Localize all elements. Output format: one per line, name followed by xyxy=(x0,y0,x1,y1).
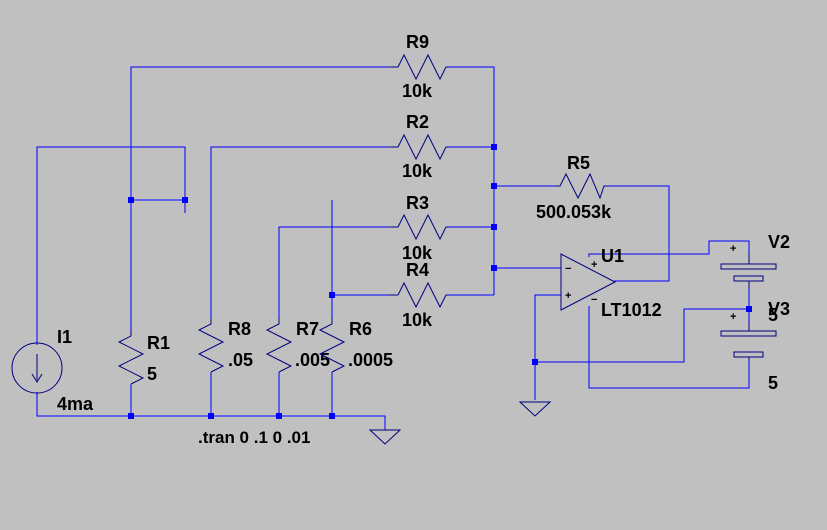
wire-r4-left[interactable] xyxy=(331,294,390,318)
ground-symbol[interactable] xyxy=(518,401,552,417)
opamp-model: LT1012 xyxy=(601,300,662,320)
resistor-value: 10k xyxy=(402,81,433,101)
wire-vminus-to-v3[interactable] xyxy=(588,306,750,389)
resistor-name: R3 xyxy=(406,193,429,213)
junctions xyxy=(128,144,752,419)
resistor-r4[interactable]: R4 10k xyxy=(390,260,448,330)
resistor-r6[interactable]: R6 .0005 xyxy=(318,318,393,373)
source-name: V3 xyxy=(768,299,790,319)
battery-plus-icon: + xyxy=(730,311,736,323)
opamp-noninv-plus-icon: + xyxy=(565,290,571,302)
resistor-zigzag xyxy=(556,172,606,200)
source-value: 5 xyxy=(768,305,778,325)
resistor-r2[interactable]: R2 10k xyxy=(390,112,448,181)
resistor-r1[interactable]: R1 5 xyxy=(117,330,170,385)
wire-r9-right[interactable] xyxy=(448,66,495,295)
resistor-zigzag xyxy=(318,318,346,373)
resistor-value: 500.053k xyxy=(536,202,612,222)
junction-dot xyxy=(491,224,497,230)
resistor-name: R7 xyxy=(296,319,319,339)
resistor-zigzag xyxy=(390,281,448,309)
junction-dot xyxy=(746,306,752,312)
junction-dot xyxy=(329,413,335,419)
wire-r2-left[interactable] xyxy=(210,146,390,318)
battery-plate xyxy=(720,263,777,270)
voltage-source-v2[interactable]: + V2 5 xyxy=(720,232,790,325)
current-source-circle xyxy=(11,342,63,394)
voltage-source-v3[interactable]: + V3 5 xyxy=(720,299,790,393)
resistor-r5[interactable]: R5 500.053k xyxy=(536,153,612,222)
resistor-zigzag xyxy=(117,330,145,385)
wire-r5-right[interactable] xyxy=(606,185,670,282)
resistor-r3[interactable]: R3 10k xyxy=(390,193,448,263)
resistor-value: 10k xyxy=(402,161,433,181)
wire-r9-left[interactable] xyxy=(130,66,390,330)
wire-i1-top[interactable] xyxy=(36,146,186,345)
ground-icon xyxy=(368,429,402,445)
resistor-name: R9 xyxy=(406,32,429,52)
resistor-value: .05 xyxy=(228,350,253,370)
resistor-zigzag xyxy=(390,133,448,161)
resistor-r8[interactable]: R8 .05 xyxy=(197,318,253,373)
source-name: I1 xyxy=(57,327,72,347)
source-name: V2 xyxy=(768,232,790,252)
junction-dot xyxy=(532,359,538,365)
resistor-name: R1 xyxy=(147,333,170,353)
battery-plus-icon: + xyxy=(730,243,736,255)
junction-dot xyxy=(329,292,335,298)
battery-plate xyxy=(733,351,764,358)
junction-dot xyxy=(128,197,134,203)
wires xyxy=(36,66,750,430)
junction-dot xyxy=(491,183,497,189)
opamp-vminus-minus-icon: − xyxy=(591,294,597,306)
opamp-triangle xyxy=(560,253,617,311)
resistor-value: 5 xyxy=(147,364,157,384)
junction-dot xyxy=(491,144,497,150)
resistor-zigzag xyxy=(390,213,448,241)
ground-symbol[interactable] xyxy=(368,429,402,445)
wire-noninv-to-v3[interactable] xyxy=(535,308,749,363)
opamp-u1[interactable]: − + + − U1 LT1012 xyxy=(560,246,662,320)
current-source-i1[interactable]: I1 4ma xyxy=(11,327,94,414)
resistor-name: R5 xyxy=(567,153,590,173)
ground-icon xyxy=(518,401,552,417)
resistor-zigzag xyxy=(265,318,293,373)
resistor-name: R8 xyxy=(228,319,251,339)
resistor-r7[interactable]: R7 .005 xyxy=(265,318,330,373)
opamp-name: U1 xyxy=(601,246,624,266)
current-arrow-head-icon xyxy=(31,373,43,383)
resistor-value: .0005 xyxy=(348,350,393,370)
resistor-r9[interactable]: R9 10k xyxy=(390,32,448,101)
wire-vplus-to-v2[interactable] xyxy=(588,240,750,257)
junction-dot xyxy=(276,413,282,419)
resistor-zigzag xyxy=(197,318,225,373)
battery-plate xyxy=(733,275,764,282)
resistor-name: R6 xyxy=(349,319,372,339)
opamp-inv-minus-icon: − xyxy=(565,263,571,275)
resistor-value: 10k xyxy=(402,243,433,263)
junction-dot xyxy=(208,413,214,419)
junction-dot xyxy=(491,265,497,271)
source-value: 4ma xyxy=(57,394,94,414)
resistor-zigzag xyxy=(390,53,448,81)
spice-directive[interactable]: .tran 0 .1 0 .01 xyxy=(198,428,310,447)
opamp-vplus-plus-icon: + xyxy=(591,259,597,271)
wire-noninv-input[interactable] xyxy=(534,294,561,400)
resistor-value: .005 xyxy=(295,350,330,370)
junction-dot xyxy=(128,413,134,419)
source-value: 5 xyxy=(768,373,778,393)
resistor-name: R2 xyxy=(406,112,429,132)
junction-dot xyxy=(182,197,188,203)
battery-plate xyxy=(720,330,777,337)
wire-r3-left[interactable] xyxy=(278,226,390,318)
resistor-value: 10k xyxy=(402,310,433,330)
resistor-name: R4 xyxy=(406,260,429,280)
